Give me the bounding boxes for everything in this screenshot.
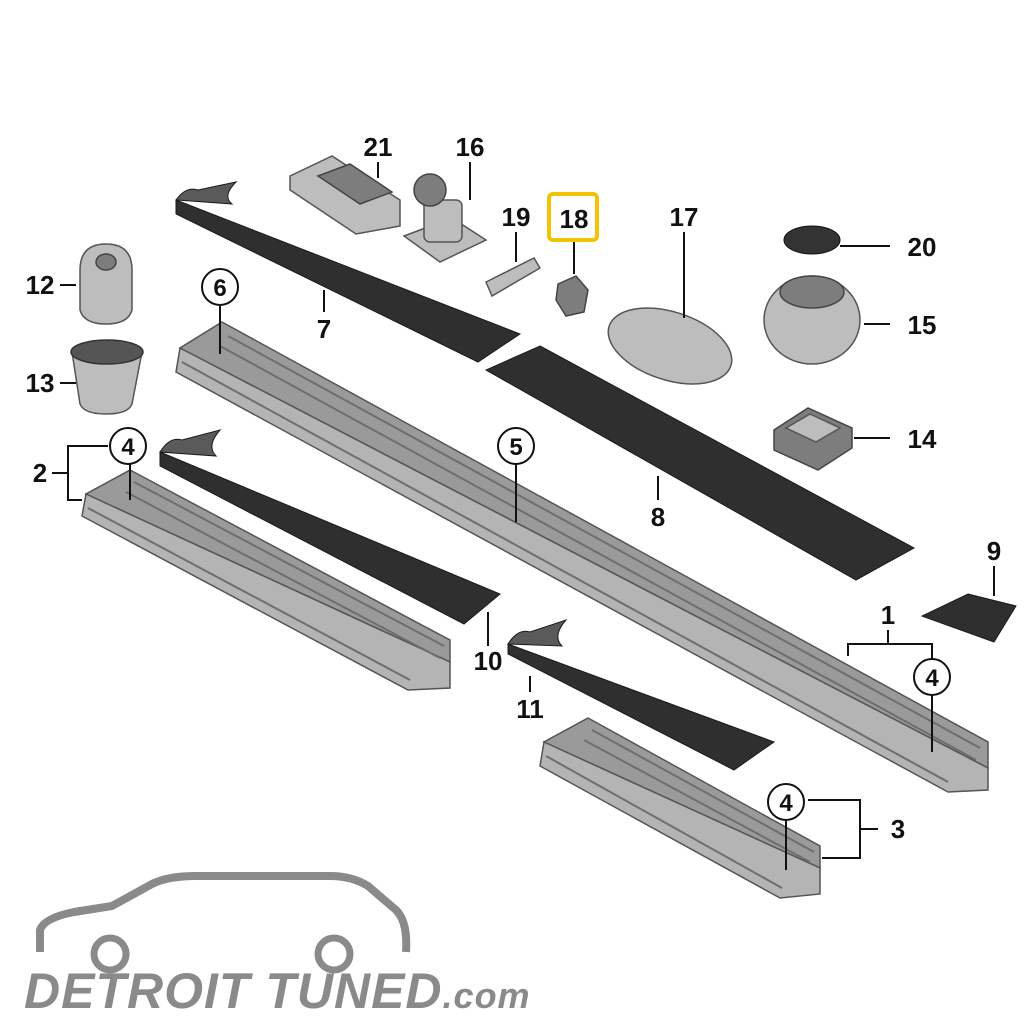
label-8: 8: [651, 502, 665, 532]
brand-name: DETROIT TUNED: [24, 963, 443, 1019]
callout-4-bottom: 4: [767, 783, 805, 821]
svg-text:6: 6: [213, 275, 226, 302]
label-20: 20: [908, 232, 937, 262]
label-12: 12: [26, 270, 55, 300]
svg-text:4: 4: [925, 665, 939, 692]
part-17-cover: [607, 307, 733, 385]
label-17: 17: [670, 202, 699, 232]
svg-text:5: 5: [509, 434, 522, 461]
label-13: 13: [26, 368, 55, 398]
part-13-cup: [70, 339, 144, 415]
svg-text:4: 4: [779, 790, 793, 817]
label-11: 11: [516, 694, 544, 724]
label-3: 3: [891, 814, 905, 844]
callout-4-right: 4: [913, 658, 951, 696]
part-12-cap: [79, 243, 133, 325]
part-20-disc: [783, 225, 841, 255]
mat-8: [484, 345, 916, 581]
mat-7: [175, 181, 522, 363]
mat-9: [920, 593, 1017, 643]
label-15: 15: [908, 310, 937, 340]
label-14: 14: [908, 424, 937, 454]
callout-5: 5: [497, 427, 535, 465]
rail-long: [175, 321, 989, 793]
brand-wordmark: DETROIT TUNED.com: [24, 962, 531, 1020]
label-21: 21: [364, 132, 393, 162]
car-silhouette-logo: [36, 872, 411, 974]
callout-4-left: 4: [109, 427, 147, 465]
label-19: 19: [502, 202, 531, 232]
rail-left: [81, 469, 451, 691]
label-2: 2: [33, 458, 47, 488]
part-21-bracket: [289, 155, 401, 235]
part-15-cup: [763, 275, 861, 365]
highlight-box-18: [547, 192, 599, 242]
label-9: 9: [987, 536, 1001, 566]
svg-text:4: 4: [121, 434, 135, 461]
callout-6: 6: [201, 268, 239, 306]
label-7: 7: [317, 314, 331, 344]
part-18-clip: [555, 275, 589, 317]
part-19-clip: [485, 257, 542, 298]
brand-suffix: .com: [442, 975, 531, 1016]
label-16: 16: [456, 132, 485, 162]
part-14-switch: [773, 407, 853, 471]
mat-10: [159, 429, 501, 625]
label-1: 1: [881, 600, 895, 630]
part-16-holder: [402, 173, 488, 263]
mat-11: [507, 618, 776, 771]
label-18: 18: [560, 204, 589, 234]
rail-bottom: [539, 717, 821, 899]
label-10: 10: [474, 646, 503, 676]
